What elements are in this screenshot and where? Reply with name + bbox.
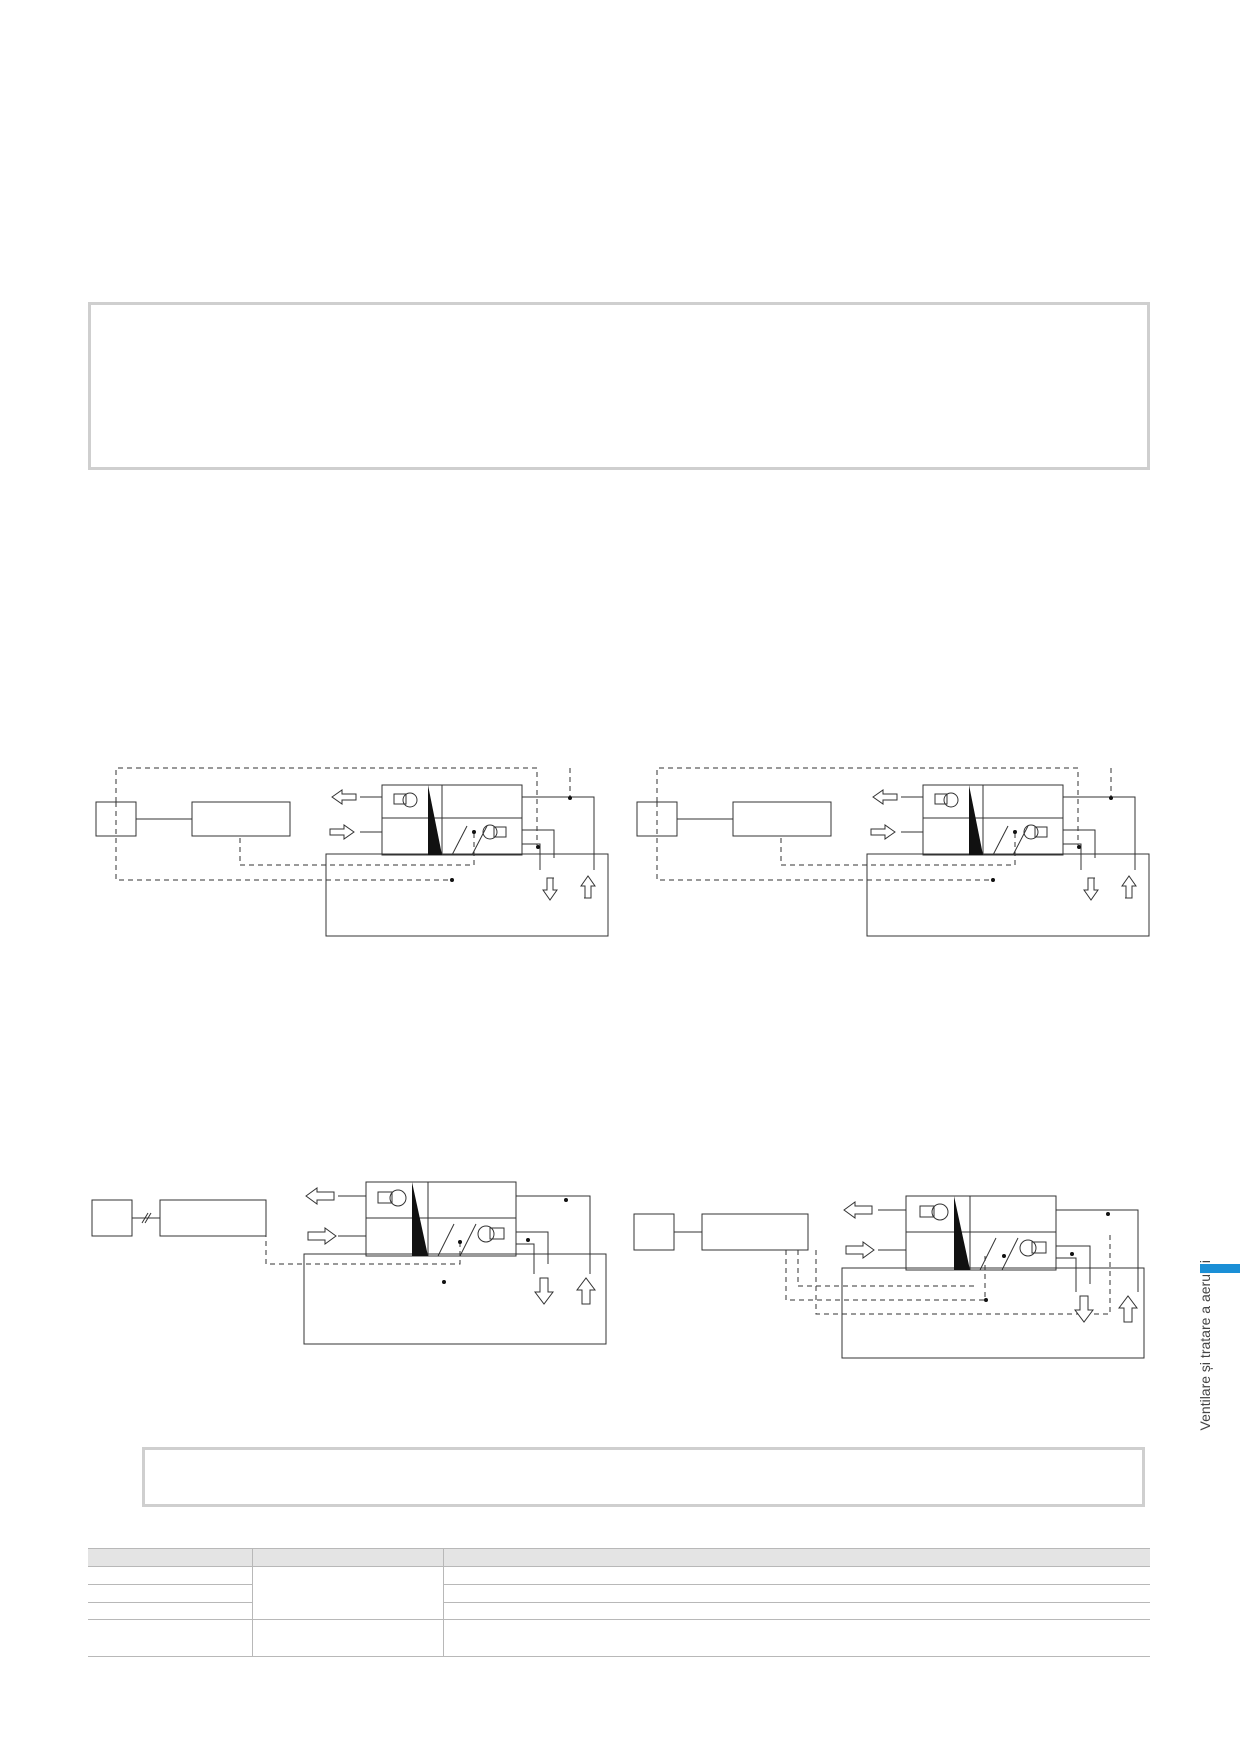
controller-box bbox=[633, 1213, 675, 1251]
control-panel-box bbox=[701, 1213, 809, 1251]
air-flow-arrow-icon bbox=[843, 1201, 873, 1219]
table-row bbox=[88, 1619, 1150, 1657]
spec-table-header bbox=[88, 1548, 1150, 1567]
air-flow-arrow-icon bbox=[329, 824, 355, 840]
air-flow-arrow-icon bbox=[534, 1277, 554, 1305]
fan-icon bbox=[919, 1203, 949, 1221]
air-flow-arrow-icon bbox=[845, 1241, 875, 1259]
air-flow-arrow-icon bbox=[870, 824, 896, 840]
air-flow-arrow-icon bbox=[1083, 877, 1099, 901]
side-tab-label: Ventilare și tratare a aerului bbox=[1197, 1260, 1213, 1431]
air-handling-unit bbox=[922, 784, 1064, 856]
damper-icon bbox=[428, 785, 442, 855]
controller-box bbox=[91, 1199, 133, 1237]
info-frame-bottom bbox=[142, 1447, 1145, 1507]
fan-icon bbox=[377, 1189, 407, 1207]
info-frame-top bbox=[88, 302, 1150, 470]
ventilation-diagram-3 bbox=[91, 1181, 607, 1345]
air-handling-unit bbox=[381, 784, 523, 856]
air-flow-arrow-icon bbox=[1118, 1295, 1138, 1323]
damper-icon bbox=[412, 1182, 428, 1256]
table-row bbox=[88, 1584, 1150, 1603]
room-outline bbox=[866, 853, 1150, 937]
control-panel-box bbox=[191, 801, 291, 837]
air-flow-arrow-icon bbox=[331, 789, 357, 805]
fan-icon bbox=[393, 792, 418, 808]
side-tab-marker bbox=[1200, 1264, 1240, 1273]
heat-exchanger-icon bbox=[992, 825, 1009, 856]
fan-icon bbox=[1023, 824, 1048, 840]
air-flow-arrow-icon bbox=[1121, 875, 1137, 899]
heat-exchanger-icon bbox=[451, 825, 468, 856]
spec-table bbox=[88, 1548, 1150, 1657]
sensor-point-icon bbox=[984, 1212, 1110, 1302]
control-panel-box bbox=[732, 801, 832, 837]
air-flow-arrow-icon bbox=[1074, 1295, 1094, 1323]
room-outline bbox=[303, 1253, 607, 1345]
air-handling-unit bbox=[365, 1181, 517, 1257]
table-row bbox=[88, 1566, 1150, 1620]
sensor-point-icon bbox=[991, 796, 1113, 882]
air-flow-arrow-icon bbox=[872, 789, 898, 805]
room-outline bbox=[325, 853, 609, 937]
fan-icon bbox=[477, 1225, 505, 1243]
sensor-point-icon bbox=[450, 796, 572, 882]
air-flow-arrow-icon bbox=[542, 877, 558, 901]
table-row bbox=[88, 1602, 1150, 1620]
fan-icon bbox=[1019, 1239, 1047, 1257]
fan-icon bbox=[482, 824, 507, 840]
heat-exchanger-icon bbox=[437, 1223, 455, 1257]
ventilation-diagram-2 bbox=[636, 767, 1150, 937]
damper-icon bbox=[969, 785, 983, 855]
heat-exchanger-icon bbox=[979, 1237, 997, 1271]
damper-icon bbox=[954, 1196, 970, 1270]
ventilation-diagram-4 bbox=[633, 1195, 1145, 1359]
air-flow-arrow-icon bbox=[305, 1187, 335, 1205]
fan-icon bbox=[934, 792, 959, 808]
control-panel-box bbox=[159, 1199, 267, 1237]
air-flow-arrow-icon bbox=[580, 875, 596, 899]
air-handling-unit bbox=[905, 1195, 1057, 1271]
room-outline bbox=[841, 1267, 1145, 1359]
sensor-point-icon bbox=[442, 1198, 568, 1284]
air-flow-arrow-icon bbox=[307, 1227, 337, 1245]
ventilation-diagram-1 bbox=[95, 767, 609, 937]
air-flow-arrow-icon bbox=[576, 1277, 596, 1305]
